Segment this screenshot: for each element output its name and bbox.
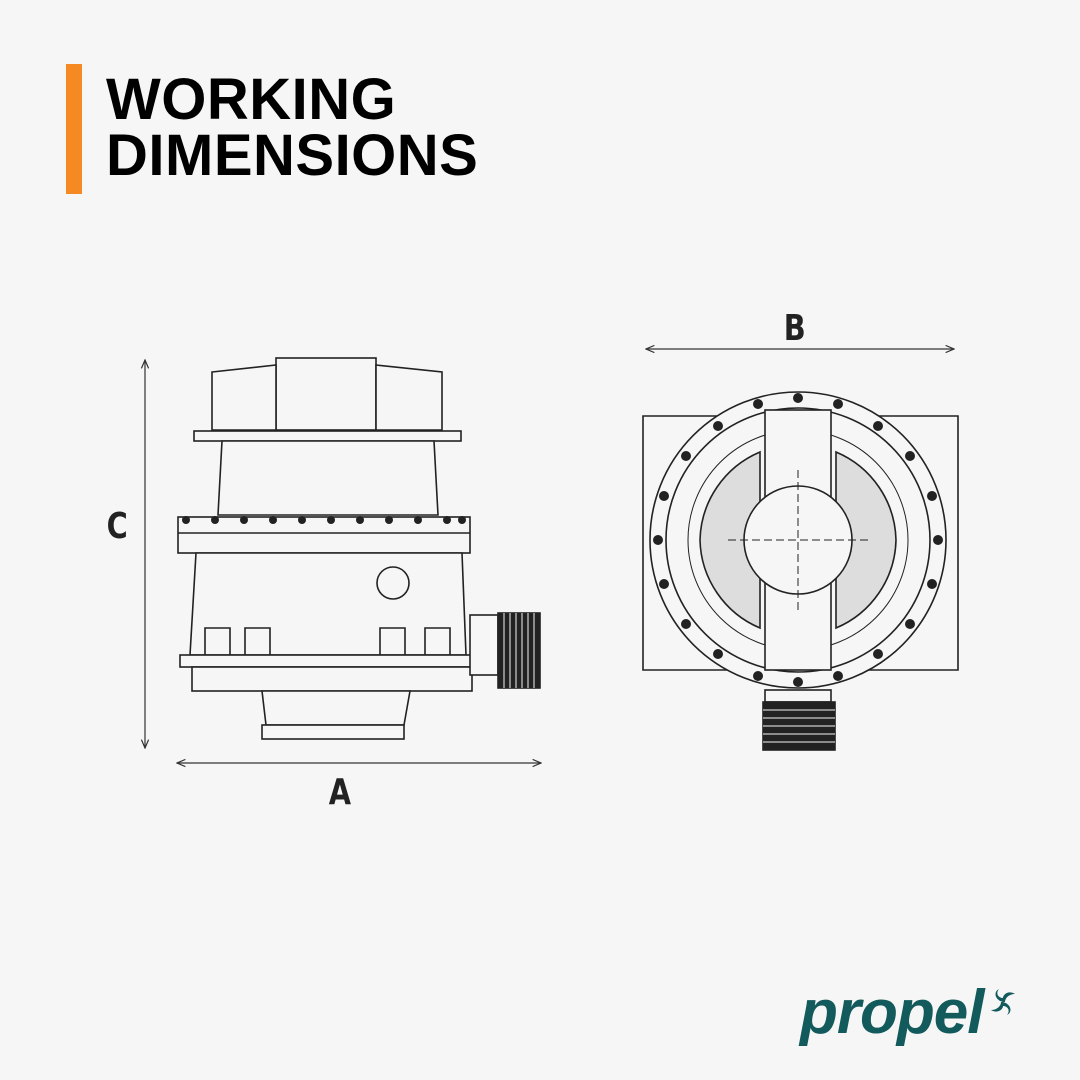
dimension-b-label: B <box>783 308 806 349</box>
crusher-top-view <box>642 391 959 751</box>
accent-bar <box>66 64 82 194</box>
swirl-icon <box>991 989 1016 1015</box>
title-line-2: DIMENSIONS <box>106 123 479 188</box>
title-line-1: WORKING <box>106 67 397 132</box>
dimension-c-label: C <box>106 506 128 547</box>
page-title: WORKING DIMENSIONS <box>106 71 478 185</box>
dimension-a-label: A <box>328 772 352 813</box>
propel-logo: propel <box>800 982 1021 1044</box>
crusher-side-view <box>177 357 541 740</box>
logo-text: propel <box>800 978 984 1047</box>
